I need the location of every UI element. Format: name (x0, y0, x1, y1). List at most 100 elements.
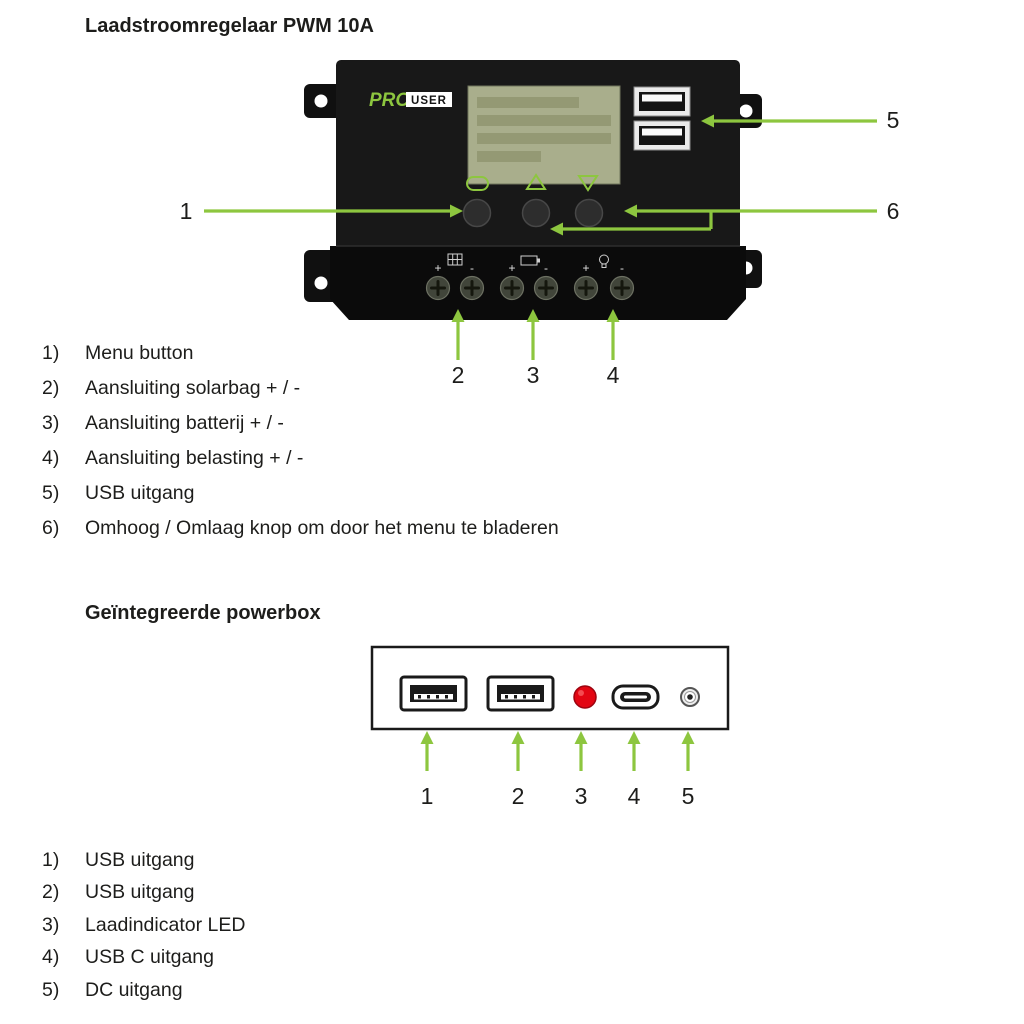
callout-arrow-1 (204, 204, 463, 218)
usb-c-port (611, 684, 660, 710)
list-item-text: USB uitgang (85, 849, 195, 871)
list-item-text: USB C uitgang (85, 946, 214, 968)
plus-mark: + (582, 261, 589, 275)
up-triangle-icon (525, 173, 547, 190)
usb-a-port (633, 86, 691, 117)
callout-arrow-4 (606, 309, 620, 360)
list-item: 4) USB C uitgang (42, 944, 214, 971)
minus-mark: - (620, 261, 624, 275)
callout-number-2: 2 (451, 362, 465, 388)
callout-number-6: 6 (886, 198, 900, 224)
plus-mark: + (508, 261, 515, 275)
list-item-text: Omhoog / Omlaag knop om door het menu te… (85, 517, 559, 539)
list-item-number: 2) (42, 881, 60, 903)
device-buttons (462, 198, 604, 228)
list-item: 2) USB uitgang (42, 879, 195, 906)
brand-pro-text: PRO (369, 90, 410, 111)
minus-mark: - (544, 261, 548, 275)
mounting-hole (314, 94, 328, 108)
brand-user-text: USER (411, 95, 447, 107)
list-item: 1) USB uitgang (42, 847, 195, 874)
mounting-hole (739, 104, 753, 118)
list-item-text: Aansluiting batterij + / - (85, 412, 284, 434)
powerbox-arrow-1 (420, 731, 434, 771)
list-item: 1) Menu button (42, 340, 193, 367)
terminal-screws (425, 275, 635, 301)
up-button (521, 198, 551, 228)
section2-title: Geïntegreerde powerbox (85, 602, 321, 624)
minus-mark: - (470, 261, 474, 275)
callout-arrow-5 (701, 114, 877, 128)
terminal-labels: + - + - + - (434, 261, 624, 275)
list-item-text: Aansluiting solarbag + / - (85, 377, 301, 399)
brand-logo: PRO USER (369, 90, 452, 111)
list-item-text: Menu button (85, 342, 194, 364)
list-item-text: Aansluiting belasting + / - (85, 447, 304, 469)
figure-powerbox (370, 645, 730, 771)
solar-panel-icon (447, 253, 463, 266)
list-item-number: 4) (42, 447, 60, 469)
lcd-screen (467, 85, 621, 185)
mounting-hole (314, 276, 328, 290)
usb-a-port (633, 120, 691, 151)
list-item-text: USB uitgang (85, 881, 195, 903)
powerbox-number-5: 5 (681, 783, 695, 809)
terminal-screw (459, 275, 485, 301)
button-icons (466, 173, 599, 192)
callout-arrow-2 (451, 309, 465, 360)
powerbox-number-4: 4 (627, 783, 641, 809)
battery-icon (520, 255, 540, 266)
powerbox-arrow-3 (574, 731, 588, 771)
list-item: 6) Omhoog / Omlaag knop om door het menu … (42, 515, 559, 542)
powerbox-arrow-2 (511, 731, 525, 771)
figure-charge-controller: PRO USER (204, 60, 877, 360)
terminal-screw (499, 275, 525, 301)
terminal-screw (609, 275, 635, 301)
usb-a-port (399, 675, 468, 712)
usb-output-block (633, 86, 691, 151)
list-item-number: 4) (42, 946, 60, 968)
section1-title: Laadstroomregelaar PWM 10A (85, 15, 374, 37)
terminal-screw (425, 275, 451, 301)
list-item-number: 3) (42, 914, 60, 936)
list-item-text: DC uitgang (85, 979, 183, 1001)
list-item: 5) DC uitgang (42, 977, 183, 1004)
menu-button (462, 198, 492, 228)
dc-jack (680, 687, 700, 707)
powerbox-number-1: 1 (420, 783, 434, 809)
down-button (574, 198, 604, 228)
terminal-icons (447, 253, 609, 268)
list-item: 3) Aansluiting batterij + / - (42, 410, 284, 437)
callout-number-5: 5 (886, 107, 900, 133)
terminal-screw (573, 275, 599, 301)
list-item-number: 6) (42, 517, 60, 539)
bulb-icon (599, 254, 609, 268)
callout-arrow-6 (550, 204, 877, 236)
list-item-number: 1) (42, 342, 60, 364)
charge-led (573, 685, 597, 709)
list-item: 4) Aansluiting belasting + / - (42, 445, 303, 472)
list-item-text: USB uitgang (85, 482, 195, 504)
powerbox-number-3: 3 (574, 783, 588, 809)
list-item-number: 2) (42, 377, 60, 399)
list-item-number: 5) (42, 482, 60, 504)
callout-arrow-3 (526, 309, 540, 360)
usb-a-port (486, 675, 555, 712)
down-triangle-icon (577, 175, 599, 192)
powerbox-arrow-5 (681, 731, 695, 771)
menu-icon (466, 176, 489, 191)
list-item: 3) Laadindicator LED (42, 912, 245, 939)
list-item: 5) USB uitgang (42, 480, 195, 507)
terminal-screw (533, 275, 559, 301)
list-item-number: 5) (42, 979, 60, 1001)
plus-mark: + (434, 261, 441, 275)
powerbox-arrow-4 (627, 731, 641, 771)
callout-number-1: 1 (179, 198, 193, 224)
callout-number-3: 3 (526, 362, 540, 388)
list-item-text: Laadindicator LED (85, 914, 246, 936)
list-item: 2) Aansluiting solarbag + / - (42, 375, 300, 402)
callout-number-4: 4 (606, 362, 620, 388)
list-item-number: 3) (42, 412, 60, 434)
list-item-number: 1) (42, 849, 60, 871)
